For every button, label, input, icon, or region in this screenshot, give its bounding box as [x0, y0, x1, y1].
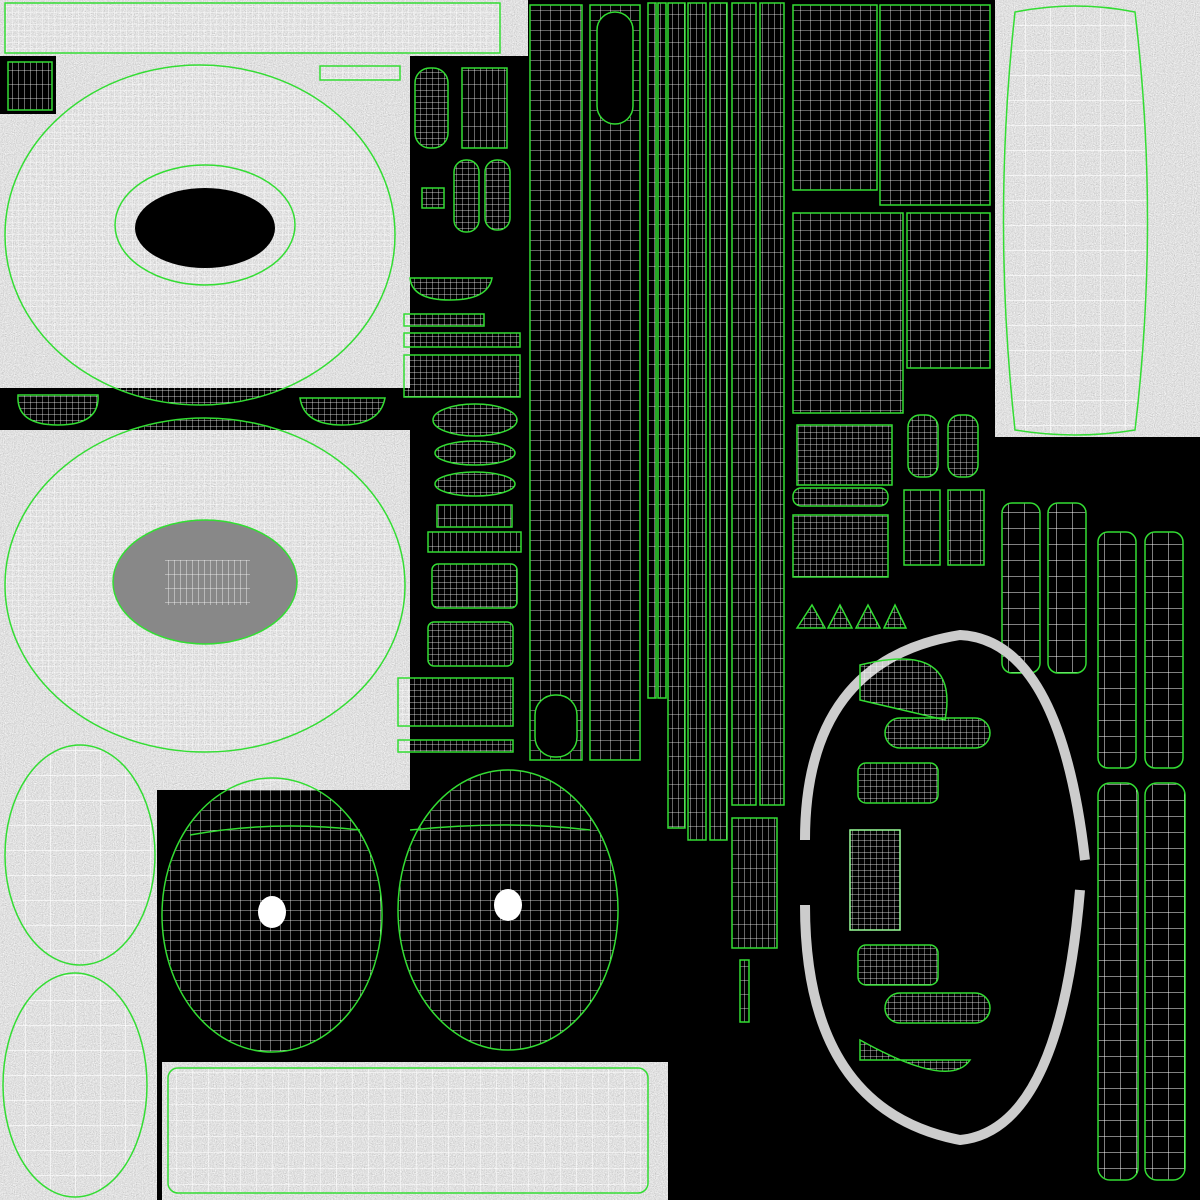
uv-layout-canvas — [0, 0, 1200, 1200]
uv-islands — [2, 2, 1186, 1198]
uv-layout-icon — [0, 0, 1200, 1200]
